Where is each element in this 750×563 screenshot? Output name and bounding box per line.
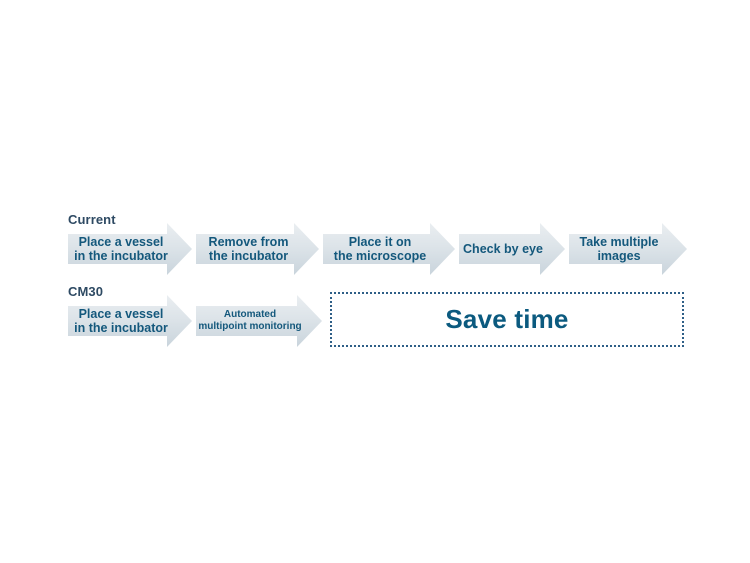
workflow-step-arrow: Take multiple images bbox=[569, 223, 687, 275]
workflow-step-arrow: Automated multipoint monitoring bbox=[196, 295, 322, 347]
row-label-current: Current bbox=[68, 212, 116, 227]
step-label: Automated multipoint monitoring bbox=[198, 308, 302, 332]
step-label: Place a vessel in the incubator bbox=[74, 235, 168, 263]
workflow-step-arrow: Remove from the incubator bbox=[196, 223, 319, 275]
workflow-step-arrow: Place a vessel in the incubator bbox=[68, 295, 192, 347]
step-label: Remove from the incubator bbox=[208, 235, 289, 263]
workflow-step-arrow: Place it on the microscope bbox=[323, 223, 455, 275]
step-label: Check by eye bbox=[463, 242, 543, 256]
workflow-step-arrow: Place a vessel in the incubator bbox=[68, 223, 192, 275]
step-label: Place a vessel in the incubator bbox=[74, 307, 168, 335]
save-time-label: Save time bbox=[445, 304, 569, 334]
save-time-box: Save time bbox=[330, 292, 684, 347]
cm30-workflow-row: Place a vessel in the incubator Automate… bbox=[68, 295, 322, 347]
step-label: Take multiple images bbox=[579, 235, 659, 263]
workflow-step-arrow: Check by eye bbox=[459, 223, 565, 275]
row-label-cm30: CM30 bbox=[68, 284, 104, 299]
step-label: Place it on the microscope bbox=[333, 235, 427, 263]
current-workflow-row: Place a vessel in the incubator Remove f… bbox=[68, 223, 687, 275]
